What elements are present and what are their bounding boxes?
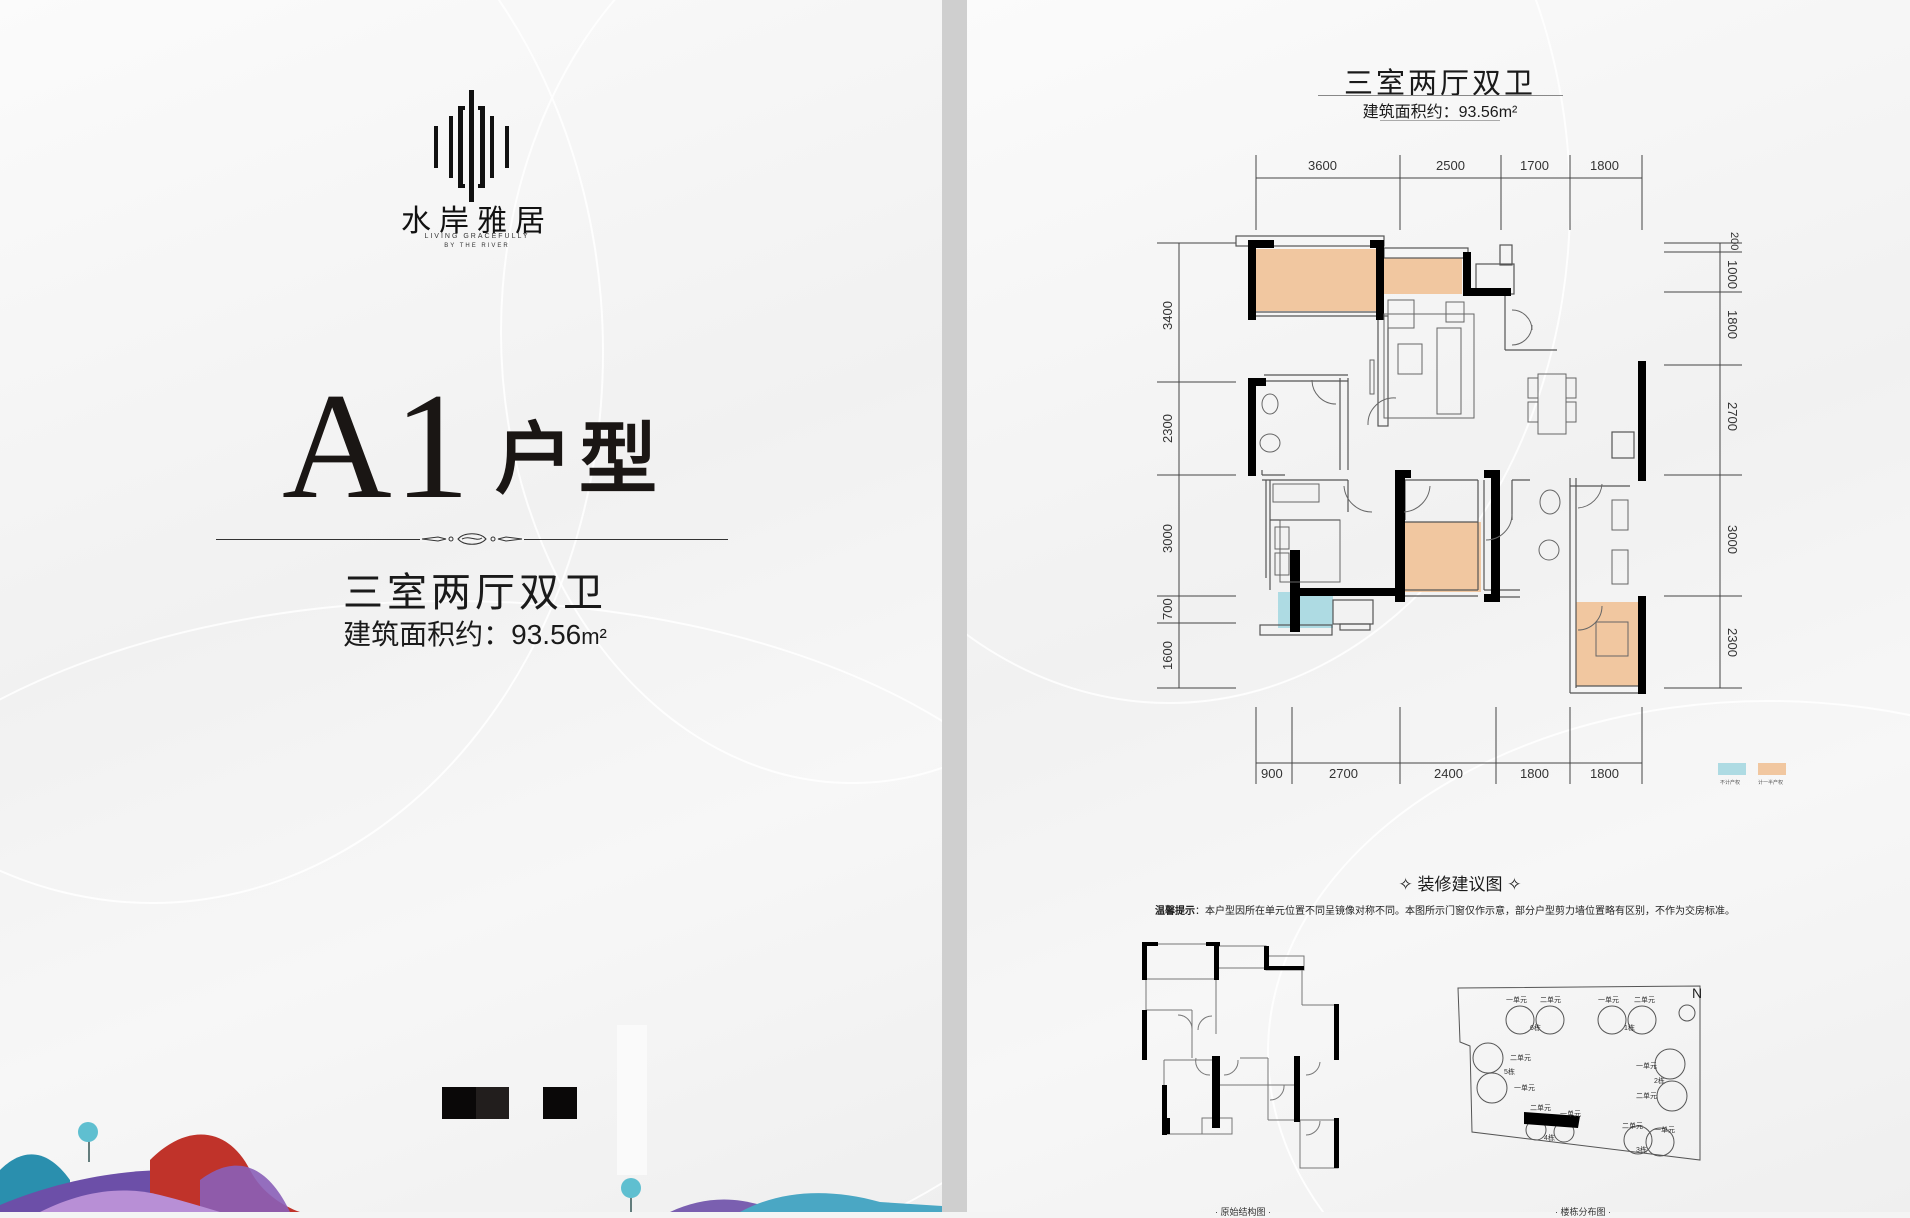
brand-name: 水岸雅居: [401, 204, 553, 239]
paint-wave-illustration-icon: [0, 1122, 942, 1212]
notice: 温馨提示：本户型因所在单元位置不同呈镜像对称不同。本图所示门窗仅作示意，部分户型…: [1155, 902, 1895, 917]
no-title-area: [1278, 592, 1333, 628]
redacted-block: [617, 1025, 647, 1175]
svg-text:1栋: 1栋: [1624, 1023, 1635, 1032]
dim-bottom-4: 1800: [1520, 766, 1549, 781]
north-label: N: [1692, 985, 1702, 1001]
svg-text:二单元: 二单元: [1530, 1103, 1551, 1112]
dim-right-3: 1800: [1725, 310, 1740, 339]
svg-text:二单元: 二单元: [1634, 995, 1655, 1004]
notice-label: 温馨提示: [1155, 906, 1195, 917]
legend-label-no-title: 不计产权: [1720, 780, 1741, 786]
dim-right-5: 3000: [1725, 525, 1740, 554]
svg-text:2栋: 2栋: [1654, 1076, 1665, 1085]
dim-top-3: 1700: [1520, 158, 1549, 173]
svg-text:5栋: 5栋: [1504, 1067, 1515, 1076]
structural-walls: [1248, 240, 1646, 694]
brand-tagline-2: BY THE RIVER: [444, 243, 510, 249]
svg-text:一单元: 一单元: [1598, 995, 1619, 1004]
layout-title: 三室两厅双卫: [343, 571, 607, 615]
legend-swatch-no-title: [1718, 763, 1746, 775]
structure-plan-thumbnail: [1142, 942, 1339, 1169]
dim-top-4: 1800: [1590, 158, 1619, 173]
unit-suffix: 户型: [495, 415, 664, 503]
svg-text:6栋: 6栋: [1530, 1023, 1541, 1032]
brand-tagline-1: LIVING GRACEFULLY: [424, 233, 530, 240]
svg-text:一单元: 一单元: [1636, 1061, 1657, 1070]
area-line: 建筑面积约：93.56m²: [200, 613, 750, 653]
svg-text:一单元: 一单元: [1514, 1083, 1535, 1092]
svg-text:一单元: 一单元: [1654, 1125, 1675, 1134]
dim-top-1: 3600: [1308, 158, 1337, 173]
legend-label-half-title: 计一半产权: [1758, 780, 1784, 786]
svg-text:二单元: 二单元: [1622, 1121, 1643, 1130]
dim-bottom-3: 2400: [1434, 766, 1463, 781]
right-page: [967, 0, 1910, 1212]
dim-bottom-5: 1800: [1590, 766, 1619, 781]
svg-text:3栋: 3栋: [1636, 1145, 1647, 1154]
svg-text:二单元: 二单元: [1636, 1091, 1657, 1100]
plan-area-line: 建筑面积约：93.56m²: [1300, 98, 1580, 122]
redacted-block: [442, 1087, 476, 1119]
redacted-block: [543, 1087, 577, 1119]
dim-right-1: 200: [1728, 232, 1740, 251]
dim-left-2: 2300: [1160, 414, 1175, 443]
svg-text:二单元: 二单元: [1510, 1053, 1531, 1062]
dimension-lines: [1157, 155, 1742, 784]
divider: [1318, 95, 1563, 96]
notice-text: ：本户型因所在单元位置不同呈镜像对称不同。本图所示门窗仅作示意，部分户型剪力墙位…: [1195, 906, 1735, 917]
plan-title: 三室两厅双卫: [1343, 68, 1536, 100]
svg-text:二单元: 二单元: [1540, 995, 1561, 1004]
area-value: 93.56: [1458, 104, 1499, 121]
brand-logo-icon: [434, 90, 509, 202]
area-label: 建筑面积约：: [343, 619, 512, 650]
area-value: 93.56: [511, 619, 582, 650]
legend-swatch-half-title: [1758, 763, 1786, 775]
dim-right-4: 2700: [1725, 402, 1740, 431]
dim-right-6: 2300: [1725, 628, 1740, 657]
redacted-block: [476, 1087, 509, 1119]
area-unit: m²: [581, 624, 607, 649]
area-unit: m²: [1498, 104, 1518, 121]
gift-area-fills: [1254, 249, 1638, 686]
dim-left-4: 700: [1160, 598, 1175, 620]
unit-code: A1: [282, 362, 472, 530]
svg-text:一单元: 一单元: [1560, 1109, 1581, 1118]
svg-text:4栋: 4栋: [1544, 1133, 1555, 1142]
dim-left-1: 3400: [1160, 301, 1175, 330]
background-swirl: [0, 600, 942, 1212]
area-label: 建筑面积约：: [1362, 104, 1459, 121]
dim-top-2: 2500: [1436, 158, 1465, 173]
divider: [1380, 120, 1500, 121]
svg-text:一单元: 一单元: [1506, 995, 1527, 1004]
dim-bottom-2: 2700: [1329, 766, 1358, 781]
decoration-title: ✧ 装修建议图 ✧: [1398, 875, 1522, 894]
dim-bottom-1: 900: [1261, 766, 1283, 781]
dim-left-5: 1600: [1160, 641, 1175, 670]
ornament-icon: [420, 533, 524, 545]
page-gutter: [942, 0, 967, 1212]
furniture: [1259, 299, 1629, 657]
dim-right-2: 1000: [1725, 260, 1740, 289]
dim-left-3: 3000: [1160, 524, 1175, 553]
